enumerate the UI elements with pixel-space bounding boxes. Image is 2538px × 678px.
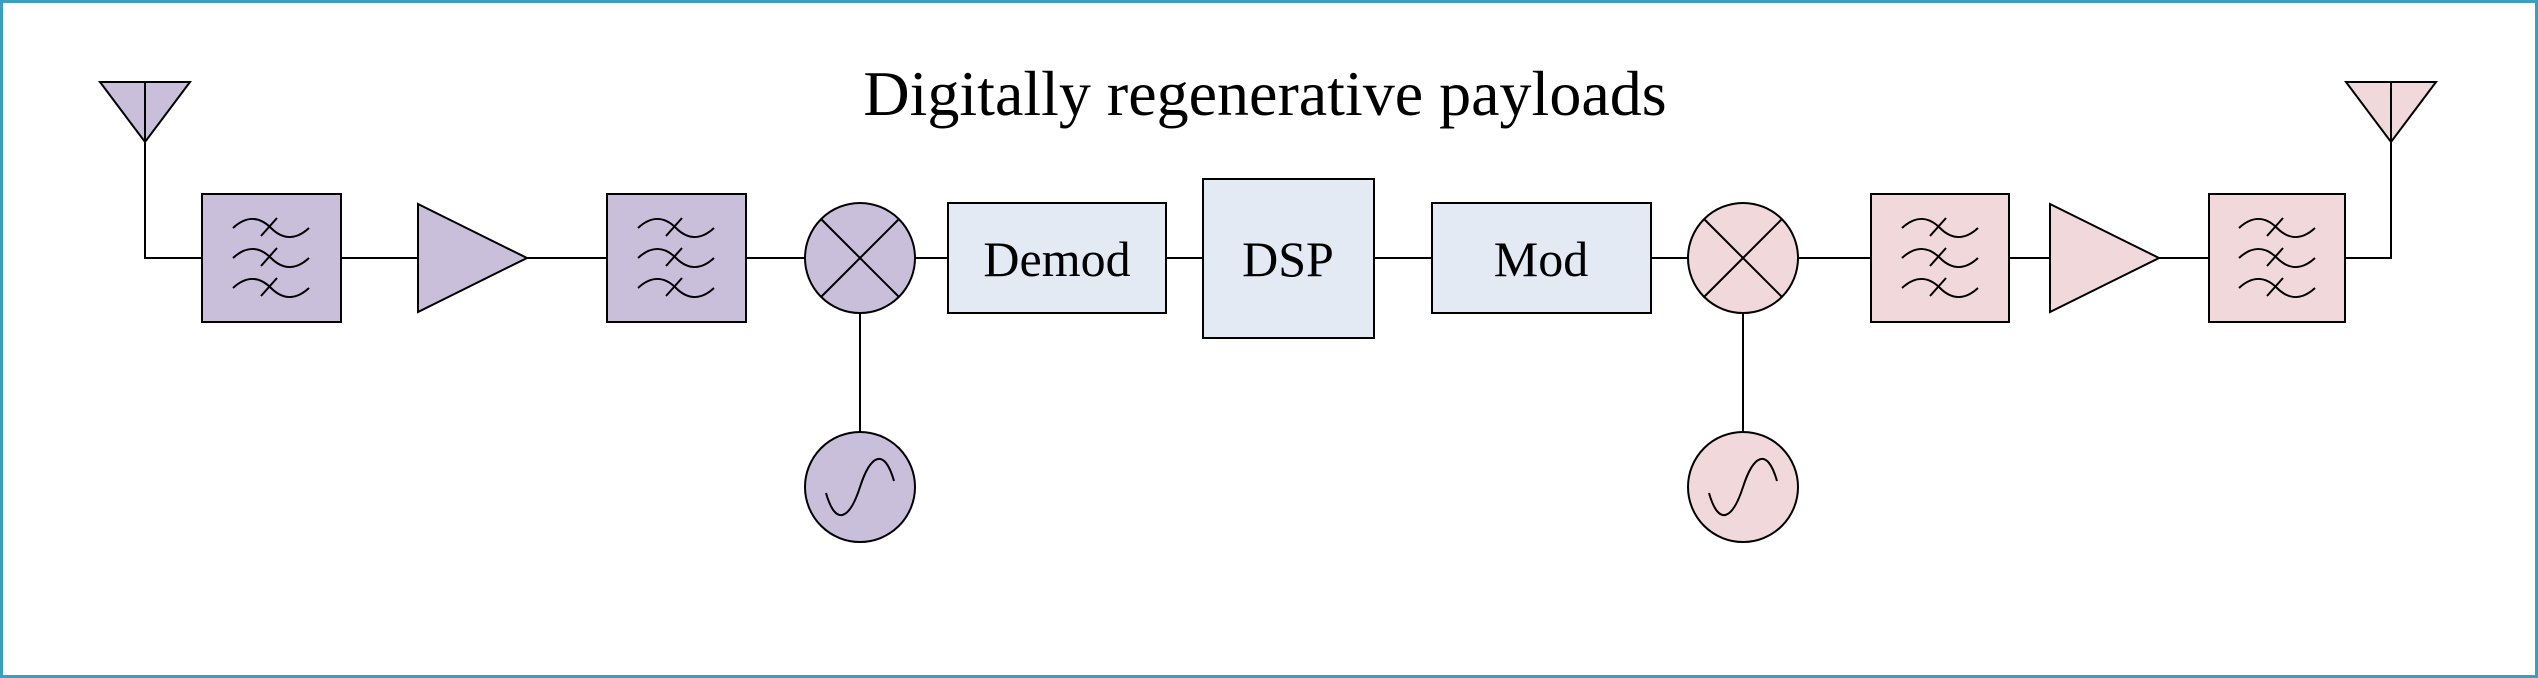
receive-bandpass-filter-2 [606, 193, 747, 323]
demod-label: Demod [983, 231, 1130, 287]
receive-antenna-icon [98, 81, 192, 144]
mod-block: Mod [1431, 202, 1652, 314]
receive-bandpass-filter-1 [201, 193, 342, 323]
downconverter-mixer-icon [804, 202, 916, 314]
dsp-block: DSP [1202, 178, 1375, 339]
transmit-local-oscillator-icon [1687, 431, 1799, 543]
mod-label: Mod [1494, 231, 1588, 287]
demod-box [947, 202, 1167, 314]
dsp-box [1202, 178, 1375, 339]
signal-wires [144, 140, 2392, 432]
transmit-antenna-icon [2344, 81, 2438, 144]
demod-block: Demod [947, 202, 1167, 314]
mod-box [1431, 202, 1652, 314]
transmit-bandpass-filter-1 [1870, 193, 2010, 323]
transmit-bandpass-filter-2 [2208, 193, 2346, 323]
upconverter-mixer-icon [1687, 202, 1799, 314]
dsp-label: DSP [1242, 231, 1334, 287]
power-amplifier-icon [2049, 202, 2162, 314]
diagram-title: Digitally regenerative payloads [863, 58, 1666, 129]
low-noise-amplifier-icon [417, 202, 530, 314]
receive-local-oscillator-icon [804, 431, 916, 543]
